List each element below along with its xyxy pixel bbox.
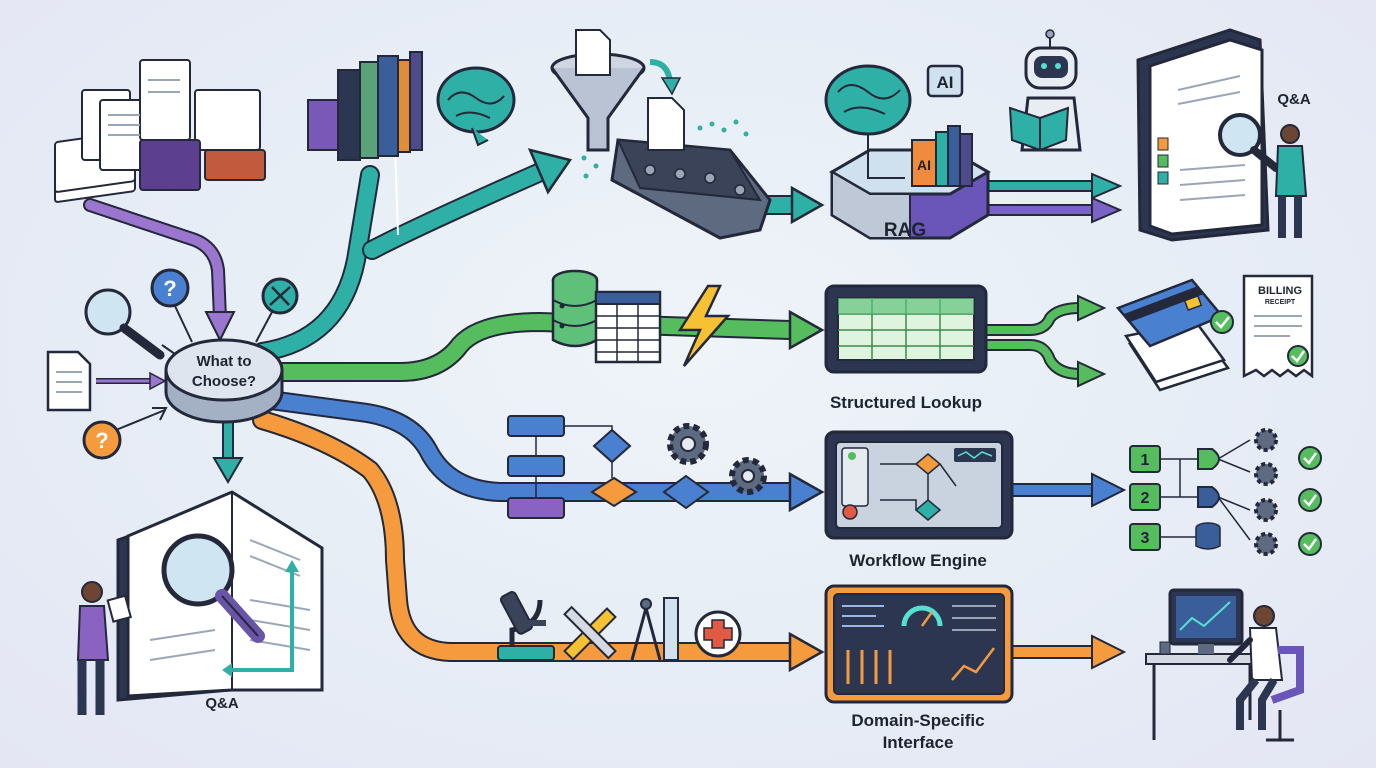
brain-icon: [436, 66, 516, 147]
hub-title-line2: Choose?: [192, 373, 256, 390]
person-reading-icon: [76, 581, 132, 715]
hub-title-line1: What to: [197, 353, 252, 370]
check-icon: [1210, 310, 1234, 334]
workflow-panel-icon: [824, 430, 1014, 540]
numbered-steps-icon: 1 2 3: [1129, 439, 1251, 551]
table-icon: [594, 290, 662, 364]
document-icon: [46, 350, 167, 412]
check-list-icon: [1298, 446, 1322, 556]
receipt-label: RECEIPT: [1265, 299, 1296, 306]
funnel-icon: [550, 29, 682, 152]
blue-branch-path: [260, 390, 1127, 513]
workflow-engine-label: Workflow Engine: [849, 551, 987, 570]
book-stack-icon: [307, 51, 423, 161]
document-stack-icon: [54, 59, 266, 203]
teal-branch-path: [252, 144, 1123, 362]
svg-text:?: ?: [163, 276, 176, 301]
database-icon: [551, 269, 599, 348]
billing-label: BILLING: [1258, 285, 1302, 297]
receipt-icon: BILLING RECEIPT: [1242, 274, 1314, 379]
lightning-icon: [677, 284, 731, 367]
ai-badge-label: AI: [937, 73, 954, 92]
small-gears-icon: [1254, 428, 1278, 556]
spreadsheet-screen-icon: [824, 284, 988, 374]
step-3-label: 3: [1141, 530, 1150, 547]
dashboard-icon: [824, 584, 1014, 704]
domain-label-line2: Interface: [883, 733, 954, 752]
svg-text:?: ?: [95, 428, 108, 453]
qa-book-illustration: [116, 490, 324, 702]
orange-branch-path: [252, 410, 1127, 673]
question-orange-icon: ?: [82, 407, 168, 460]
gear-icon: [667, 423, 767, 495]
microscope-icon: [497, 590, 555, 661]
flowchart-icon: [507, 415, 710, 519]
qa-top-label: Q&A: [1277, 91, 1311, 108]
tools-badge-icon: [255, 277, 299, 343]
question-icon: ?: [150, 268, 193, 343]
step-2-label: 2: [1141, 490, 1150, 507]
hub-down-arrow: [212, 418, 244, 484]
docs-to-hub-arrow: [83, 198, 236, 343]
ai-brain-icon: AI AI: [824, 64, 973, 187]
step-1-label: 1: [1141, 452, 1150, 469]
decision-hub: What to Choose?: [164, 338, 284, 424]
person-at-desk-icon: [1227, 605, 1304, 742]
magnifier-icon: [84, 288, 196, 369]
domain-label-line1: Domain-Specific: [851, 711, 984, 730]
qa-document-icon: Q&A: [1136, 28, 1311, 242]
qa-bottom-label: Q&A: [205, 695, 239, 712]
ai-book-label: AI: [917, 157, 931, 173]
rag-label: RAG: [884, 220, 926, 241]
green-branch-path: [262, 294, 1107, 388]
credit-card-icon: [1115, 278, 1231, 392]
ruler-pencil-icon: [563, 605, 617, 661]
robot-icon: [1008, 29, 1082, 152]
structured-lookup-label: Structured Lookup: [830, 393, 982, 412]
person-with-magnifier-icon: [1274, 124, 1308, 238]
conveyor-icon: [581, 97, 772, 240]
compass-icon: [630, 597, 679, 661]
medical-cross-icon: [694, 610, 742, 658]
